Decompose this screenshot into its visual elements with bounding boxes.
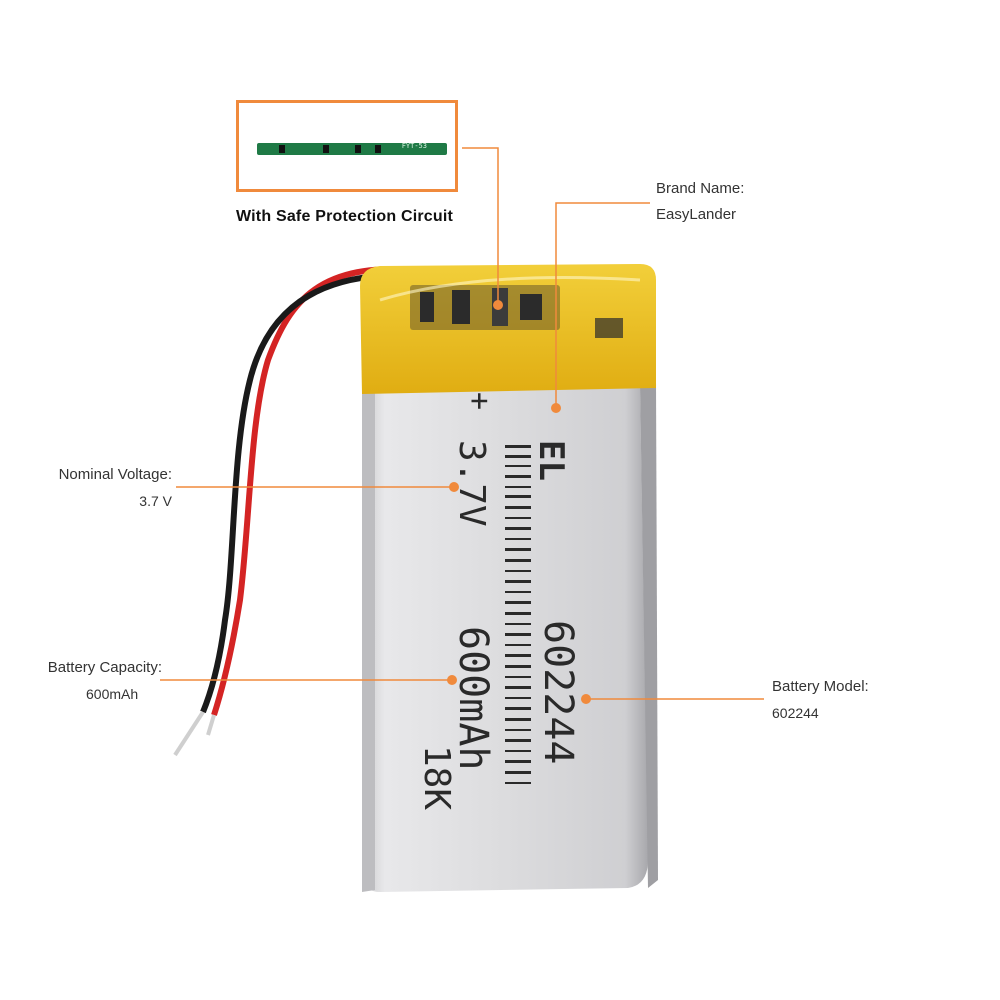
brand-title: Brand Name: [656,180,745,197]
pcb-chip [375,145,381,153]
voltage-dot [449,482,459,492]
battery-body [362,386,648,892]
model-dot [581,694,591,704]
black-wire-tip [173,710,205,757]
voltage-title: Nominal Voltage: [58,466,172,483]
capacity-callout: Battery Capacity: 600mAh [10,655,162,707]
pcb-chip [279,145,285,153]
voltage-value: 3.7 V [139,493,172,509]
barcode [505,445,531,784]
pcb-chip [355,145,361,153]
model-title: Battery Model: [772,678,869,695]
protection-leader [462,147,499,305]
red-wire [211,266,421,716]
battery-logo: EL [531,440,571,481]
battery-model-print: 602244 [535,620,581,765]
black-wire [200,272,421,714]
model-value: 602244 [772,705,819,721]
voltage-callout: Nominal Voltage: 3.7 V [20,462,172,514]
brand-dot [551,403,561,413]
battery-code-print: 18K [416,745,457,810]
model-callout: Battery Model: 602244 [772,674,869,726]
capacity-title: Battery Capacity: [47,659,162,676]
brand-leader [555,202,650,408]
protection-dot [493,300,503,310]
battery-polarity: + [462,392,497,410]
capacity-dot [447,675,457,685]
brand-value: EasyLander [656,206,737,223]
battery-capacity-print: 600mAh [450,626,496,771]
brand-callout: Brand Name: EasyLander [656,176,744,228]
pcb-board: FYT-53 [257,142,447,155]
pcb-chip [323,145,329,153]
red-wire-tip [206,714,216,736]
protection-circuit-inset: FYT-53 [236,100,458,192]
pcb-marking: FYT-53 [401,142,427,150]
protection-caption: With Safe Protection Circuit [236,208,454,225]
capacity-value: 600mAh [86,686,139,702]
battery-voltage-print: 3.7V [451,440,492,527]
